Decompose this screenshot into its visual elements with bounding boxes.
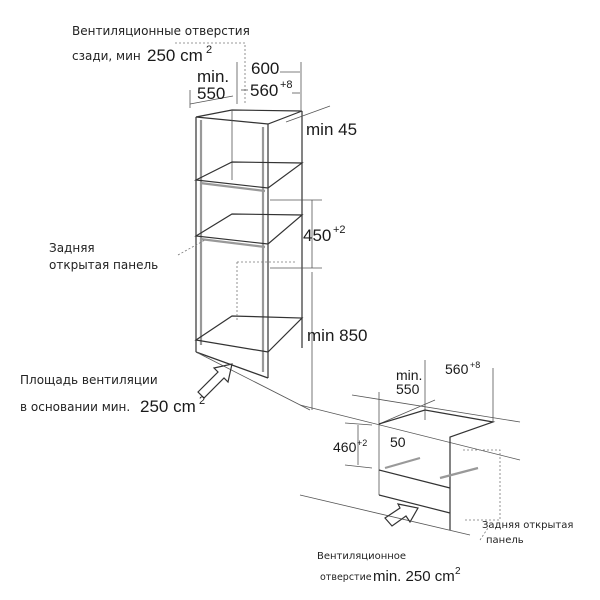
uc-height: 460 — [333, 439, 357, 455]
tall-width-tol: +8 — [280, 79, 293, 91]
rear-vent-value: 250 cm — [147, 46, 203, 65]
tall-gap: min 45 — [306, 120, 357, 139]
tall-floor-height: min 850 — [307, 326, 367, 345]
tall-niche-height: 450 — [303, 226, 331, 245]
uc-vent-sup: 2 — [455, 566, 461, 577]
tall-width-inner: 560 — [250, 81, 278, 100]
base-vent-value: 250 cm — [140, 397, 196, 416]
uc-depth-min: min. — [396, 367, 422, 383]
uc-vent-line1: Вентиляционное — [317, 551, 406, 562]
uc-vent-value: min. 250 cm — [373, 568, 455, 585]
uc-offset: 50 — [390, 434, 406, 450]
uc-height-tol: +2 — [357, 438, 367, 448]
tall-niche-tol: +2 — [333, 224, 346, 236]
tall-cabinet-drawing — [175, 42, 331, 411]
tall-depth-min: min. — [197, 67, 229, 86]
rear-vent-sup: 2 — [206, 44, 212, 56]
uc-vent-line2: отверстие — [320, 572, 372, 583]
rear-vent-label-line1: Вентиляционные отверстия — [72, 24, 250, 38]
uc-depth-value: 550 — [396, 381, 420, 397]
uc-rear-panel-line2: панель — [486, 535, 524, 546]
base-vent-sup: 2 — [199, 395, 205, 407]
base-vent-line2: в основании мин. — [20, 400, 130, 414]
rear-vent-label-line2: сзади, мин — [72, 49, 141, 63]
tall-rear-panel-line2: открытая панель — [49, 258, 158, 272]
tall-rear-panel-line1: Задняя — [49, 241, 95, 255]
uc-width-tol: +8 — [470, 360, 480, 370]
tall-depth-value: 550 — [197, 84, 225, 103]
tall-width-outer: 600 — [251, 59, 279, 78]
uc-rear-panel-line1: Задняя открытая — [482, 520, 573, 531]
base-vent-line1: Площадь вентиляции — [20, 373, 158, 387]
under-counter-drawing — [299, 360, 521, 541]
uc-width-inner: 560 — [445, 361, 469, 377]
